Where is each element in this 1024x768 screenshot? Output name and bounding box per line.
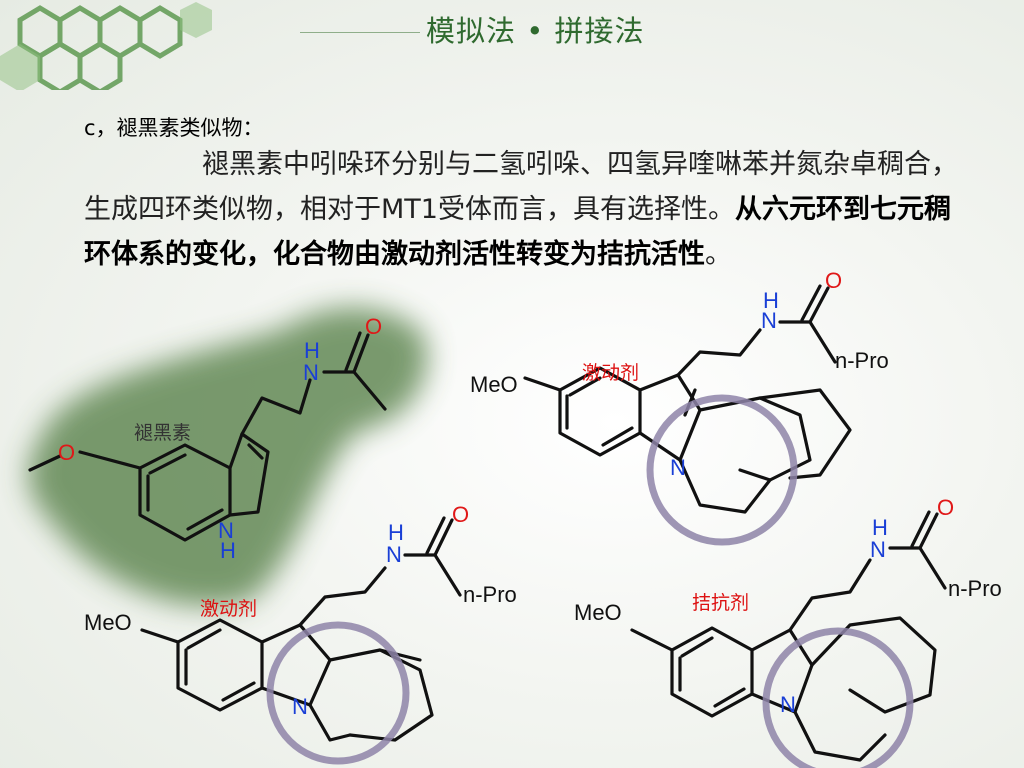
title-underline [300, 32, 420, 33]
atom-label: O [58, 440, 75, 465]
agonist-molecule-1 [523, 284, 852, 514]
decorative-hexagon-pattern [0, 2, 212, 90]
antagonist-label: 拮抗剂 [692, 592, 750, 614]
atom-label: O [365, 314, 382, 339]
melatonin-label: 褪黑素 [134, 422, 192, 444]
agonist-label: 激动剂 [582, 362, 640, 384]
atom-label: N [292, 694, 308, 719]
ring-highlight-2 [266, 621, 410, 765]
atom-label: O [937, 495, 954, 520]
body-paragraph: 褪黑素中吲哚环分别与二氢吲哚、四氢异喹啉苯并氮杂卓稠合，生成四环类似物，相对于M… [84, 142, 964, 277]
agonist-label: 激动剂 [200, 598, 258, 620]
agonist-molecule-2 [140, 516, 462, 742]
atom-label: N [870, 537, 886, 562]
atom-label: N [761, 308, 777, 333]
ring-highlight-3 [762, 627, 914, 768]
section-heading: c，褪黑素类似物： [84, 116, 264, 140]
melatonin-molecule [28, 331, 387, 542]
atom-label: MeO [84, 610, 132, 635]
atom-label: MeO [574, 600, 622, 625]
atom-label: N [670, 455, 686, 480]
atom-label: H [388, 520, 404, 545]
atom-label: n-Pro [835, 348, 889, 373]
atom-label: N [303, 360, 319, 385]
atom-label: n-Pro [948, 576, 1002, 601]
atom-label: H [220, 538, 236, 563]
atom-label: MeO [470, 372, 518, 397]
antagonist-molecule [630, 510, 947, 762]
atom-label: N [218, 518, 234, 543]
atom-label: N [386, 542, 402, 567]
atom-label: H [304, 338, 320, 363]
atom-label: H [872, 515, 888, 540]
slide-title: 模拟法 • 拼接法 [426, 14, 645, 48]
para-end: 。 [705, 239, 732, 270]
melatonin-highlight [28, 307, 428, 607]
atom-label: H [763, 288, 779, 313]
atom-label: n-Pro [463, 582, 517, 607]
para-bold-text: 从六元环到七元稠环体系的变化，化合物由激动剂活性转变为拮抗活性 [84, 194, 951, 270]
para-text: 褪黑素中吲哚环分别与二氢吲哚、四氢异喹啉苯并氮杂卓稠合，生成四环类似物，相对于M… [84, 149, 958, 225]
atom-label: O [825, 268, 842, 293]
atom-label: O [452, 502, 469, 527]
ring-highlight-1 [646, 394, 798, 546]
atom-label: N [780, 692, 796, 717]
